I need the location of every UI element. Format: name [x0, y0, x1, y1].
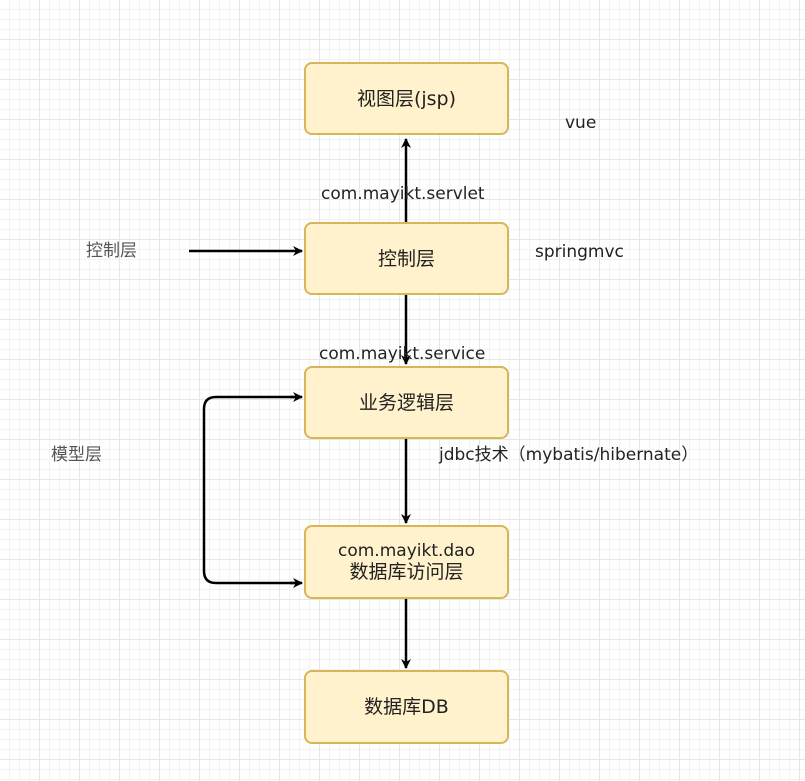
label-service-package: com.mayikt.service	[319, 344, 486, 364]
node-business-label: 业务逻辑层	[358, 391, 454, 414]
label-model-layer-side: 模型层	[51, 445, 102, 465]
label-vue: vue	[565, 113, 597, 133]
label-springmvc: springmvc	[535, 242, 624, 262]
node-controller-label: 控制层	[377, 247, 435, 270]
node-controller-layer[interactable]: 控制层	[304, 222, 509, 295]
label-jdbc: jdbc技术（mybatis/hibernate）	[439, 445, 699, 465]
node-dao-layer[interactable]: com.mayikt.dao 数据库访问层	[304, 525, 509, 599]
node-dao-label: 数据库访问层	[349, 561, 464, 583]
node-database[interactable]: 数据库DB	[304, 670, 509, 744]
node-dao-package-label: com.mayikt.dao	[338, 541, 475, 561]
node-view-label: 视图层(jsp)	[356, 87, 457, 110]
node-database-label: 数据库DB	[364, 696, 449, 718]
label-controller-layer-side: 控制层	[86, 241, 137, 261]
node-business-layer[interactable]: 业务逻辑层	[304, 366, 509, 439]
label-servlet-package: com.mayikt.servlet	[321, 184, 485, 204]
node-view-layer[interactable]: 视图层(jsp)	[304, 62, 509, 135]
model-layer-bracket	[202, 395, 300, 585]
